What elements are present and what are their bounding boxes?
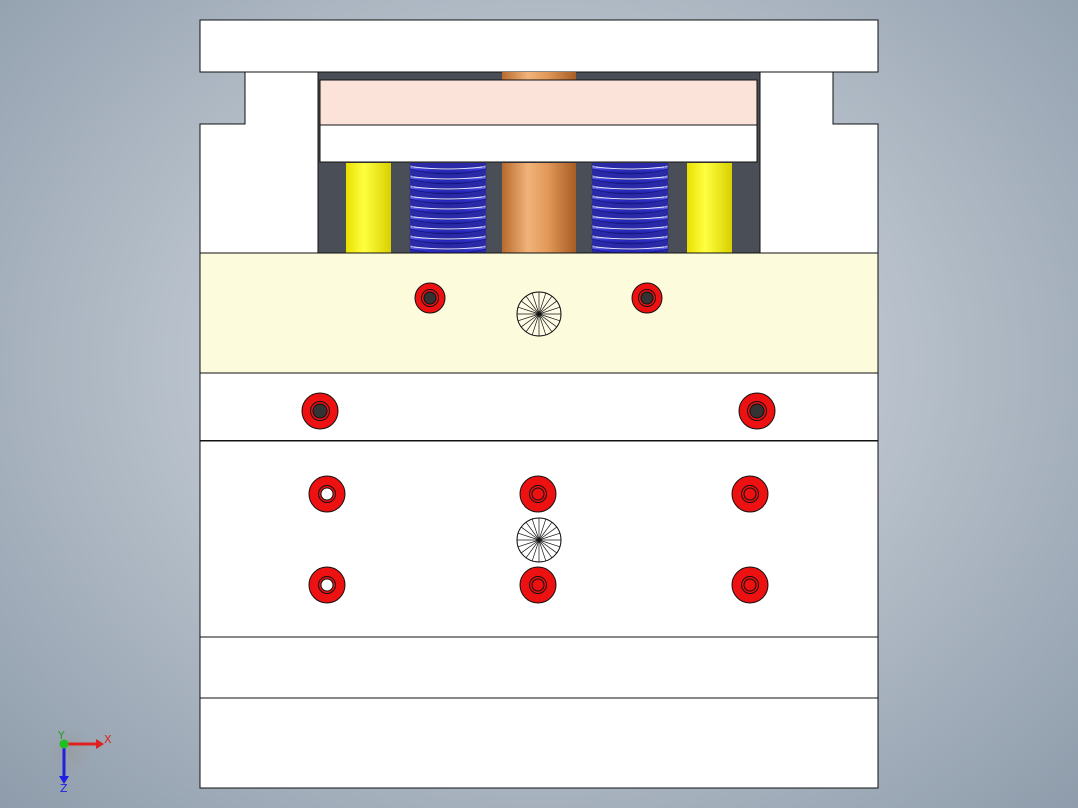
screw-main-bottom-right[interactable] (731, 566, 769, 604)
screw-main-top-right[interactable] (731, 475, 769, 513)
center-mark-upper[interactable] (516, 291, 562, 337)
screw-cream-left[interactable] (414, 282, 446, 314)
guide-pin-left[interactable] (346, 163, 391, 253)
pink-backing-plate[interactable] (319, 79, 758, 126)
screw-band-left[interactable] (301, 392, 339, 430)
lower-plate-1[interactable] (199, 636, 879, 699)
y-axis-dot (59, 739, 69, 749)
screw-main-top-center[interactable] (519, 475, 557, 513)
spring-right[interactable] (591, 163, 669, 255)
guide-pin-right[interactable] (687, 163, 732, 253)
stripper-plate[interactable] (319, 124, 758, 163)
x-axis-arrowhead (96, 739, 104, 749)
y-axis-label: Y (57, 729, 65, 742)
copper-post[interactable] (502, 163, 576, 253)
copper-post-top[interactable] (502, 72, 576, 80)
upper-band-plate[interactable] (199, 372, 879, 442)
screw-cream-right[interactable] (631, 282, 663, 314)
screw-main-bottom-center[interactable] (519, 566, 557, 604)
x-axis-label: X (104, 733, 112, 746)
top-clamp-plate[interactable] (199, 19, 879, 73)
lower-plate-2[interactable] (199, 697, 879, 789)
coordinate-triad: X Y Z (48, 729, 112, 795)
screw-band-right[interactable] (738, 392, 776, 430)
screw-main-top-left[interactable] (308, 475, 346, 513)
screw-main-bottom-left[interactable] (308, 566, 346, 604)
center-mark-lower[interactable] (516, 517, 562, 563)
z-axis-label: Z (60, 782, 68, 795)
spring-left[interactable] (409, 163, 487, 255)
z-axis-arrowhead (59, 776, 69, 784)
